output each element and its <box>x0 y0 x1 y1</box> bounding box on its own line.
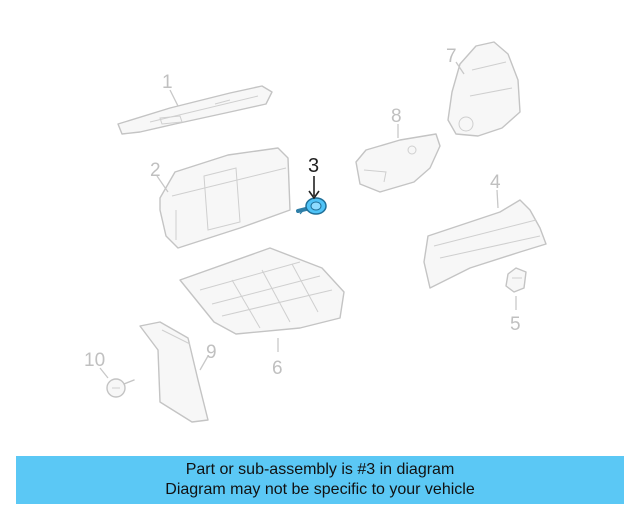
part-2-seat-back-panel <box>159 147 291 249</box>
callout-10: 10 <box>84 350 109 379</box>
banner-line-2: Diagram may not be specific to your vehi… <box>165 481 475 498</box>
callout-2: 2 <box>150 160 169 193</box>
part-3-bolt-highlighted <box>296 197 327 215</box>
svg-text:5: 5 <box>510 314 521 335</box>
svg-text:2: 2 <box>150 160 161 181</box>
callout-5: 5 <box>510 296 521 335</box>
svg-text:8: 8 <box>391 106 402 127</box>
svg-text:3: 3 <box>308 155 319 177</box>
banner-line-1: Part or sub-assembly is #3 in diagram <box>185 461 455 478</box>
part-6-trunk-floor-mat <box>179 247 345 335</box>
svg-text:10: 10 <box>84 350 105 371</box>
callout-3: 3 <box>308 155 320 200</box>
callout-6: 6 <box>272 338 283 379</box>
parts-diagram: 1 2 3 4 5 <box>84 41 547 423</box>
callout-4: 4 <box>490 172 501 209</box>
svg-text:1: 1 <box>162 72 173 93</box>
part-10-fastener <box>106 378 135 398</box>
svg-text:9: 9 <box>206 342 217 363</box>
svg-text:6: 6 <box>272 358 283 379</box>
diagram-info-banner: Part or sub-assembly is #3 in diagram Di… <box>16 456 624 504</box>
part-9-side-trim-panel <box>139 321 209 423</box>
callout-7: 7 <box>446 46 465 75</box>
callout-8: 8 <box>391 106 402 138</box>
part-5-clip <box>505 267 527 293</box>
part-4-trunk-sill-panel <box>423 199 547 289</box>
svg-text:4: 4 <box>490 172 501 193</box>
part-1-package-tray <box>117 85 273 135</box>
svg-text:7: 7 <box>446 46 457 67</box>
part-8-wheelhouse-trim <box>355 133 441 193</box>
part-7-quarter-trim <box>447 41 521 137</box>
callout-9: 9 <box>199 342 217 371</box>
callout-1: 1 <box>162 72 179 107</box>
